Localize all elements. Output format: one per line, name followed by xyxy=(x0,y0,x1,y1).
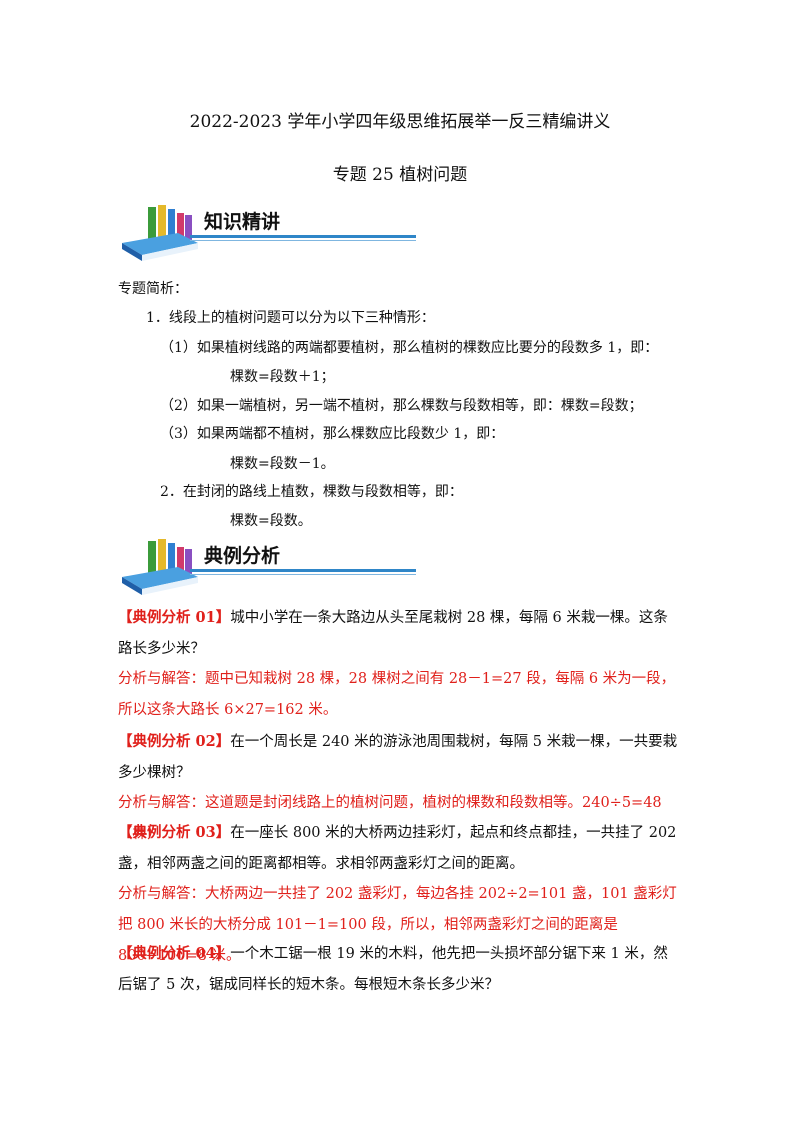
example-tag: 【典例分析 03】 xyxy=(118,824,231,841)
question-text: 在一座长 800 米的大桥两边挂彩灯，起点和终点都挂，一共挂了 202 盏，相邻… xyxy=(118,825,677,872)
example-question-04: 【典例分析 04】一个木工锯一根 19 米的木料，他先把一头损坏部分锯下来 1 … xyxy=(118,938,680,1001)
example-tag: 【典例分析 04】 xyxy=(118,945,231,962)
example-answer-01: 分析与解答：题中已知栽树 28 棵，28 棵树之间有 28－1=27 段，每隔 … xyxy=(118,671,676,718)
question-text: 城中小学在一条大路边从头至尾栽树 28 棵，每隔 6 米栽一棵。这条路长多少米？ xyxy=(118,610,668,657)
section-rule xyxy=(190,235,416,238)
formula-3: 棵数=段数－1。 xyxy=(230,456,335,472)
formula-4: 棵数=段数。 xyxy=(230,513,312,529)
intro-text: 专题简析： xyxy=(118,281,188,297)
section-banner-knowledge: 知识精讲 xyxy=(118,203,416,273)
section-rule xyxy=(190,569,416,572)
document-title: 2022-2023 学年小学四年级思维拓展举一反三精编讲义 xyxy=(189,112,611,132)
question-text: 在一个周长是 240 米的游泳池周围栽树，每隔 5 米栽一棵，一共要栽多少棵树？ xyxy=(118,734,678,781)
case-1: （1）如果植树线路的两端都要植树，那么植树的棵数应比要分的段数多 1，即： xyxy=(160,340,659,356)
example-question-01: 【典例分析 01】城中小学在一条大路边从头至尾栽树 28 棵，每隔 6 米栽一棵… xyxy=(118,602,680,665)
example-question-03: 【典例分析 03】在一座长 800 米的大桥两边挂彩灯，起点和终点都挂，一共挂了… xyxy=(118,817,680,880)
question-text: 一个木工锯一根 19 米的木料，他先把一头损坏部分锯下来 1 米，然后锯了 5 … xyxy=(118,946,668,993)
books-icon xyxy=(122,539,198,595)
example-question-02: 【典例分析 02】在一个周长是 240 米的游泳池周围栽树，每隔 5 米栽一棵，… xyxy=(118,726,680,789)
case-3: （3）如果两端都不植树，那么棵数应比段数少 1，即： xyxy=(160,426,505,442)
topic-title: 专题 25 植树问题 xyxy=(332,165,468,185)
section-banner-examples: 典例分析 xyxy=(118,537,416,607)
example-tag: 【典例分析 02】 xyxy=(118,733,231,750)
section-title-examples: 典例分析 xyxy=(204,545,281,567)
case-2: （2）如果一端植树，另一端不植树，那么棵数与段数相等，即：棵数=段数； xyxy=(160,398,643,414)
example-answer-02: 分析与解答：这道题是封闭线路上的植树问题，植树的棵数和段数相等。240÷5=48… xyxy=(118,795,662,842)
example-answer-03: 分析与解答：大桥两边一共挂了 202 盏彩灯，每边各挂 202÷2=101 盏，… xyxy=(118,886,677,964)
section-rule-thin xyxy=(190,240,416,241)
point-2: 2．在封闭的路线上植数，棵数与段数相等，即： xyxy=(160,484,463,500)
formula-1: 棵数=段数＋1； xyxy=(230,369,335,385)
books-icon xyxy=(122,205,198,261)
example-tag: 【典例分析 01】 xyxy=(118,609,231,626)
section-rule-thin xyxy=(190,574,416,575)
point-1: 1．线段上的植树问题可以分为以下三种情形： xyxy=(146,310,435,326)
section-title-knowledge: 知识精讲 xyxy=(204,211,281,233)
